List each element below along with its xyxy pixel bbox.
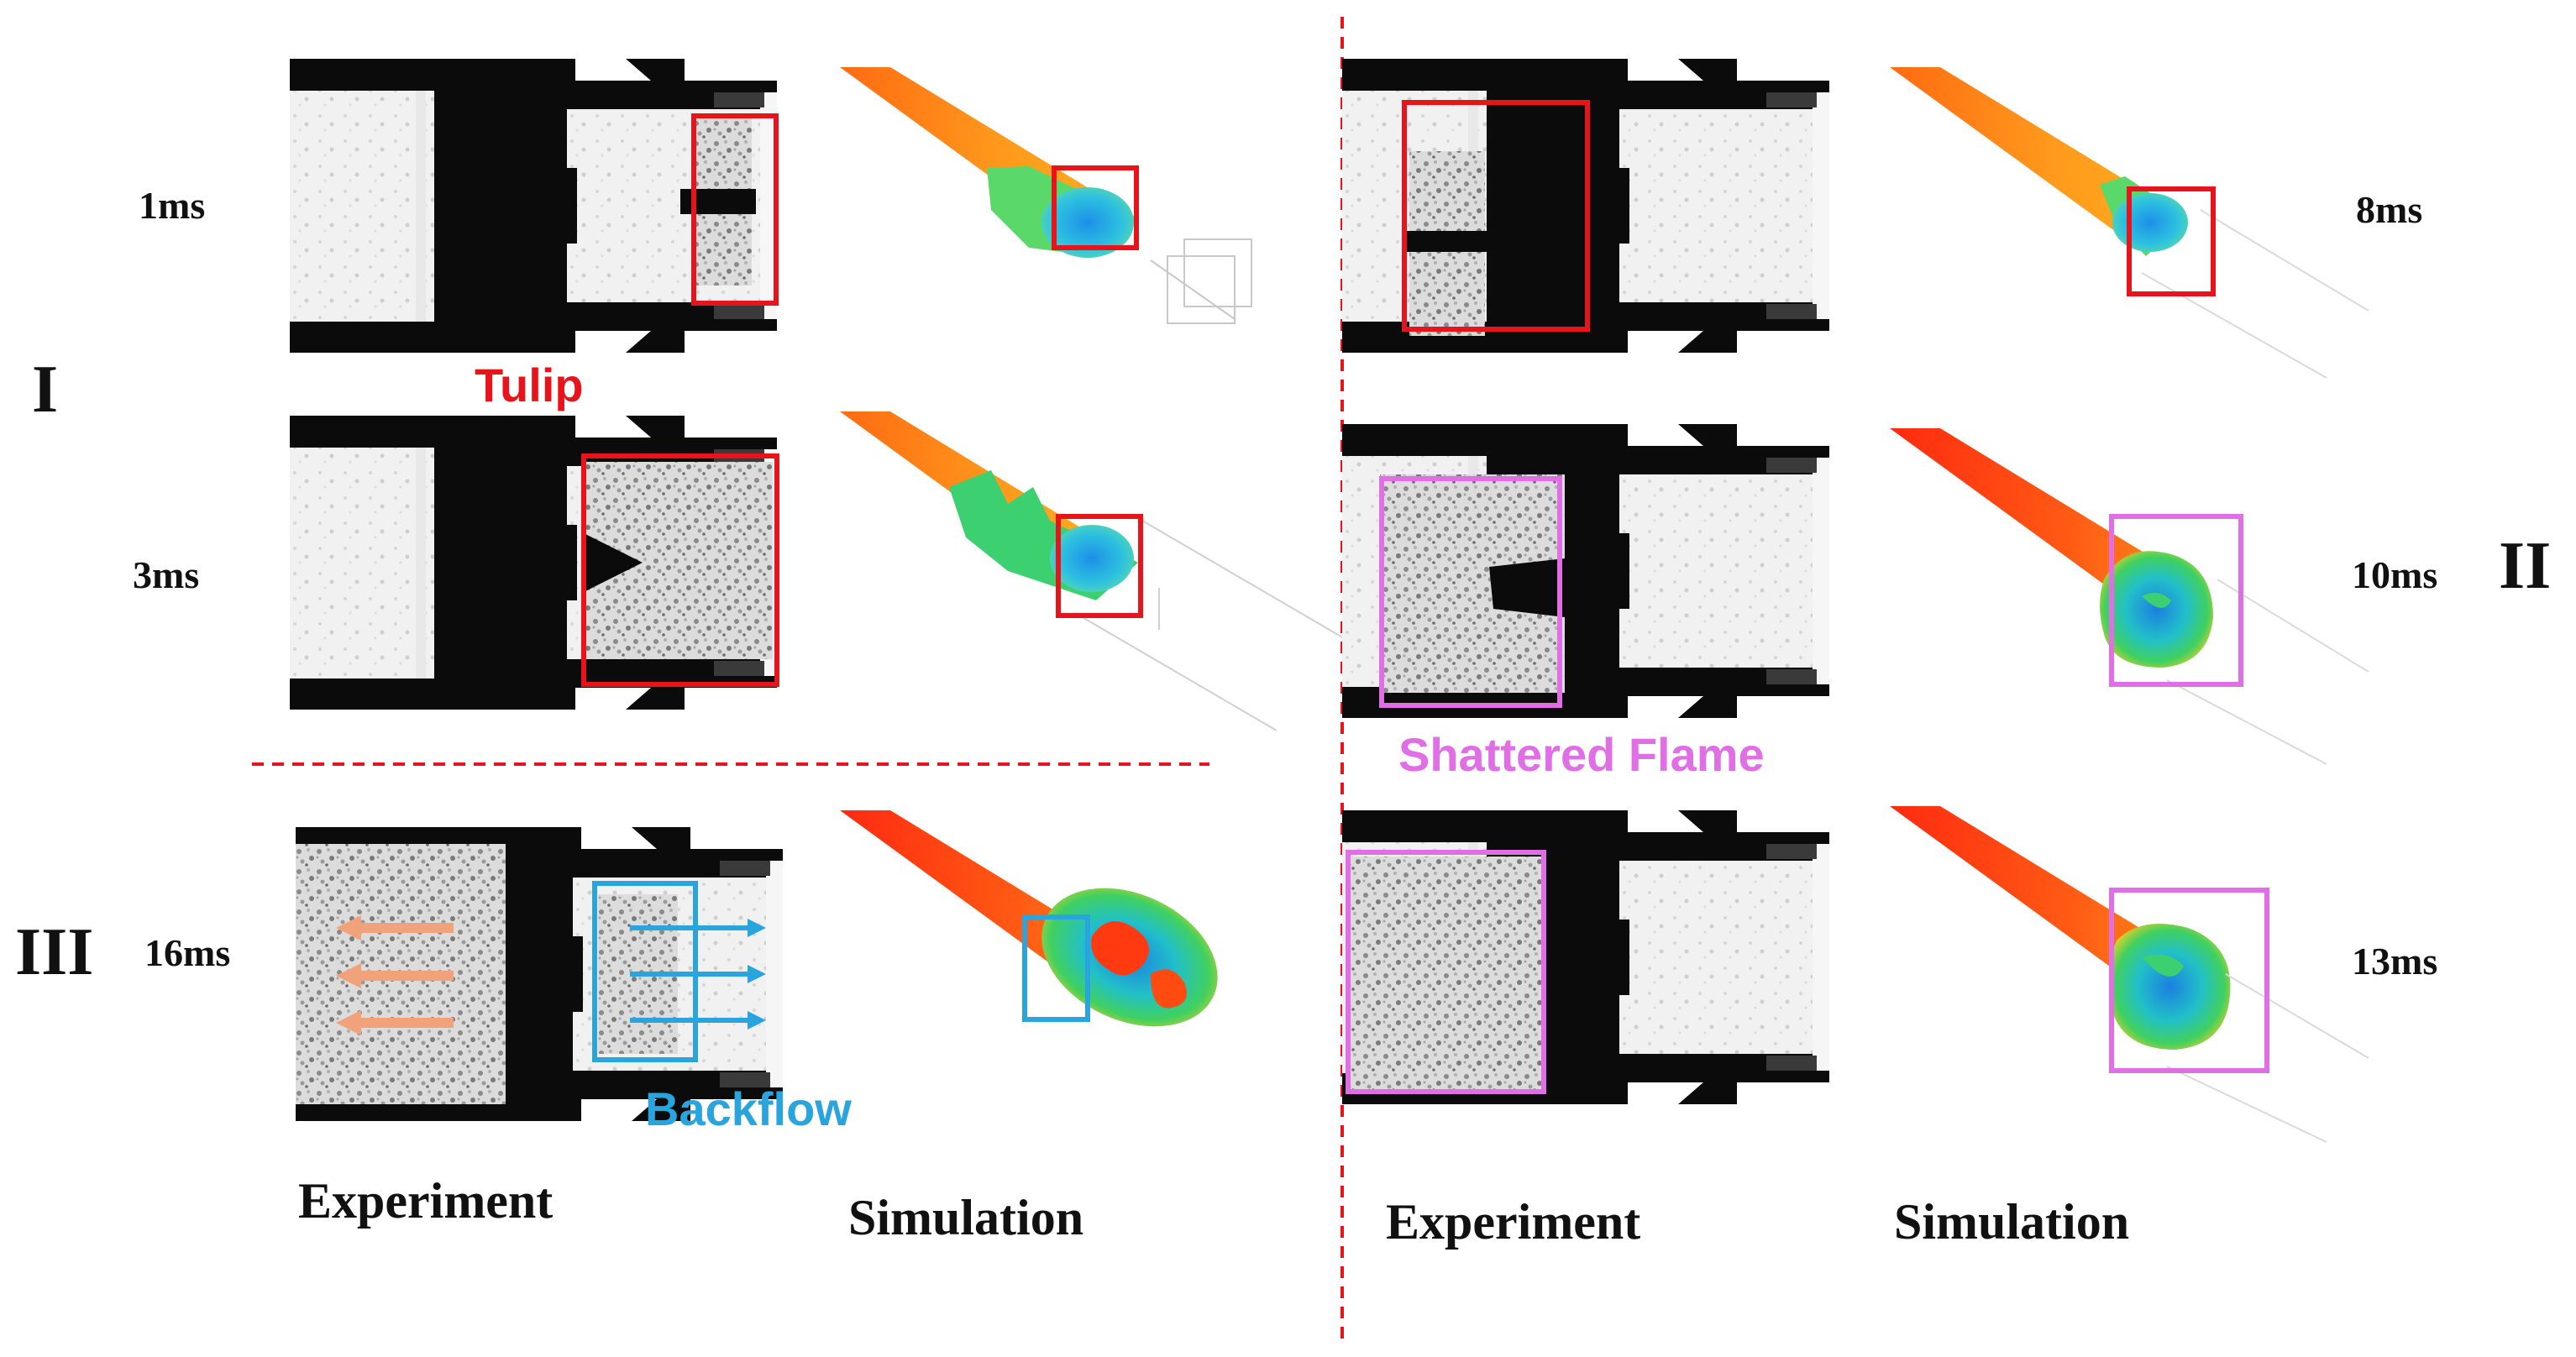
tulip-box-exp-3ms [581,453,779,687]
experiment-image-3ms [290,416,777,710]
column-label-left-simulation: Simulation [848,1190,1083,1245]
tulip-box-sim-1ms [1052,165,1139,250]
simulation-image-13ms [1890,806,2369,1143]
time-label-8ms: 8ms [2356,188,2422,231]
tulip-box-exp-8ms [1402,100,1590,332]
backflow-box-sim-16ms [1022,914,1090,1022]
phase-label-2: II [2499,529,2551,603]
annotation-backflow: Backflow [645,1082,852,1135]
simulation-image-3ms [840,411,1345,731]
simulation-image-10ms [1890,428,2369,765]
experiment-image-10ms [1342,424,1829,718]
backflow-arrows-right [630,919,766,1030]
experiment-image-13ms [1342,810,1829,1104]
phase-label-1: I [32,353,58,427]
time-label-3ms: 3ms [133,553,199,596]
shattered-box-sim-13ms [2109,888,2269,1073]
experiment-image-8ms [1342,59,1829,353]
shattered-box-exp-10ms [1379,476,1562,708]
column-label-left-experiment: Experiment [298,1173,553,1229]
phase-label-3: III [15,915,93,989]
time-label-1ms: 1ms [139,184,205,227]
experiment-image-1ms [290,59,777,353]
time-label-10ms: 10ms [2352,553,2437,596]
time-label-13ms: 13ms [2352,940,2437,982]
time-label-16ms: 16ms [144,931,230,974]
tulip-box-sim-3ms [1056,514,1143,618]
column-label-right-simulation: Simulation [1894,1194,2129,1250]
simulation-image-1ms [840,67,1252,324]
shattered-box-exp-13ms [1346,850,1546,1094]
tulip-box-exp-1ms [691,113,779,306]
tulip-box-sim-8ms [2127,186,2216,296]
shattered-box-sim-10ms [2109,514,2243,687]
annotation-tulip: Tulip [475,359,584,411]
column-label-right-experiment: Experiment [1386,1194,1640,1250]
backflow-arrows-left [336,915,454,1035]
annotation-shattered-flame: Shattered Flame [1398,728,1765,781]
